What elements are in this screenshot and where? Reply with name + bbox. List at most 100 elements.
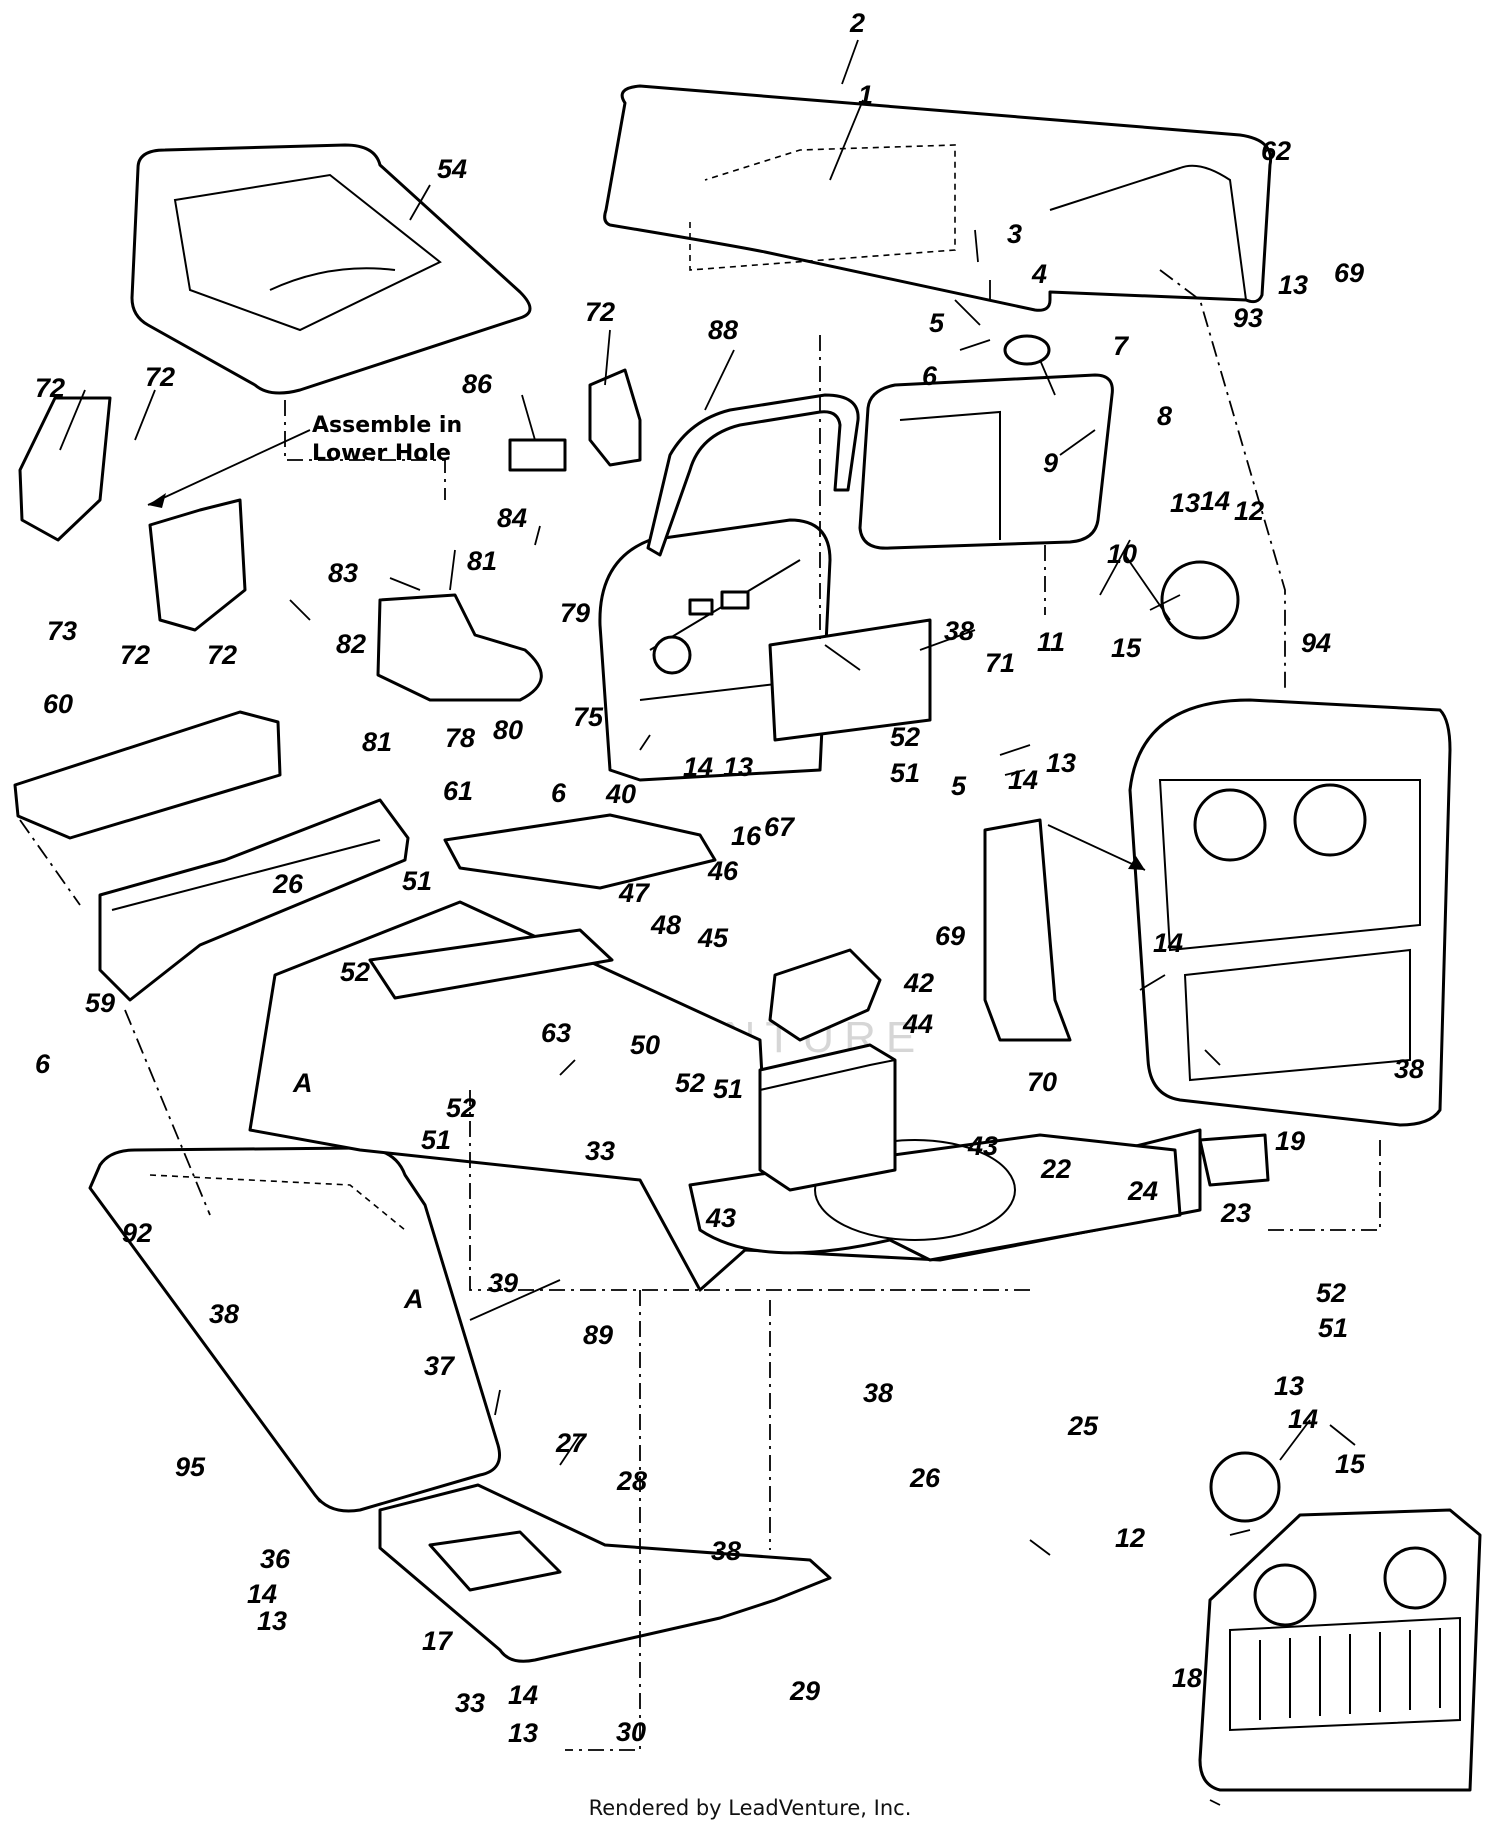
callout-label: 75 xyxy=(573,702,604,732)
callout-label: 8 xyxy=(1157,401,1172,431)
choke-control-part xyxy=(588,368,642,467)
callout-label: 28 xyxy=(616,1466,647,1496)
callout-label: 26 xyxy=(909,1463,941,1493)
callout-label: 38 xyxy=(209,1299,239,1329)
callout-label: 13 xyxy=(508,1718,538,1748)
callout-label: 15 xyxy=(1335,1449,1366,1479)
callout-label: 80 xyxy=(493,715,523,745)
front-nose-part xyxy=(1128,698,1452,1127)
callout-label: 38 xyxy=(1394,1054,1424,1084)
switch-86-part xyxy=(508,438,567,472)
callout-label: 13 xyxy=(257,1606,287,1636)
callout-label: 50 xyxy=(630,1030,660,1060)
headlight-part xyxy=(1160,560,1240,640)
callout-label: 1 xyxy=(858,80,873,110)
callout-label: 81 xyxy=(467,546,497,576)
battery-part xyxy=(758,1043,897,1192)
callout-label: 70 xyxy=(1027,1067,1057,1097)
footer-credit: Rendered by LeadVenture, Inc. xyxy=(588,1796,912,1820)
callout-label: 72 xyxy=(207,640,237,670)
callout-label: 5 xyxy=(951,771,967,801)
callout-label: 4 xyxy=(1031,259,1047,289)
fuel-tank-part xyxy=(858,334,1114,550)
callout-label: 2 xyxy=(849,8,865,38)
arrow-head-icon xyxy=(148,493,166,508)
callout-label: 46 xyxy=(707,856,739,886)
arrow-head-icon xyxy=(1128,856,1145,870)
callout-label: 69 xyxy=(1334,258,1364,288)
callout-label: 14 xyxy=(1288,1404,1318,1434)
throttle-cover-part xyxy=(148,498,247,632)
callout-labels: 2 1 62 69 13 93 3 4 5 6 7 8 9 54 72 72 7… xyxy=(35,8,1424,1748)
callout-label: 63 xyxy=(541,1018,571,1048)
assembly-note-line1: Assemble in xyxy=(312,413,462,438)
callout-label: 86 xyxy=(462,369,493,399)
callout-label: 52 xyxy=(890,722,920,752)
callout-label: 19 xyxy=(1275,1126,1305,1156)
callout-label: 40 xyxy=(605,779,636,809)
callout-label: 15 xyxy=(1111,633,1142,663)
callout-label: 18 xyxy=(1172,1663,1202,1693)
grille-part xyxy=(1198,1508,1482,1792)
callout-label: 12 xyxy=(1234,496,1264,526)
callout-label: 14 xyxy=(508,1680,538,1710)
callout-label: 89 xyxy=(583,1320,613,1350)
plate-46-part xyxy=(443,813,717,890)
callout-label: 6 xyxy=(551,778,567,808)
fender-support-part xyxy=(983,818,1072,1042)
callout-label: 72 xyxy=(145,362,175,392)
fender-part xyxy=(88,1146,501,1513)
callout-label: 83 xyxy=(328,558,358,588)
callout-label: 72 xyxy=(120,640,150,670)
callout-label: 3 xyxy=(1007,219,1022,249)
callout-label: 62 xyxy=(1261,136,1291,166)
callout-label: 60 xyxy=(43,689,73,719)
callout-label: 52 xyxy=(340,957,370,987)
callout-label: 52 xyxy=(446,1093,476,1123)
callout-label: 61 xyxy=(443,776,473,806)
callout-label: 44 xyxy=(902,1009,933,1039)
callout-label: 59 xyxy=(85,988,115,1018)
callout-label: 51 xyxy=(421,1125,451,1155)
assembly-note-line2: Lower Hole xyxy=(312,441,451,466)
callout-label: 14 xyxy=(1200,486,1230,516)
callout-label: 30 xyxy=(616,1717,646,1747)
callout-label: 47 xyxy=(618,878,651,908)
callout-label: 13 xyxy=(1170,488,1200,518)
steering-bracket-part xyxy=(646,393,860,557)
callout-label: 33 xyxy=(585,1136,615,1166)
callout-label: 14 xyxy=(1008,765,1038,795)
callout-label: 51 xyxy=(402,866,432,896)
callout-label: 25 xyxy=(1067,1411,1099,1441)
callout-label: 79 xyxy=(560,598,590,628)
callout-label: 43 xyxy=(967,1131,998,1161)
plate-60-part xyxy=(368,928,614,1000)
callout-label: 23 xyxy=(1220,1198,1251,1228)
callout-label: 12 xyxy=(1115,1523,1145,1553)
callout-label: 6 xyxy=(922,361,938,391)
callout-label: A xyxy=(292,1068,313,1098)
callout-label: 42 xyxy=(903,968,934,998)
dash-panel-part xyxy=(598,518,932,782)
callout-label: 39 xyxy=(488,1268,518,1298)
callout-label: 51 xyxy=(890,758,920,788)
battery-box-part xyxy=(13,710,410,1002)
callout-label: 16 xyxy=(731,821,762,851)
callout-label: 38 xyxy=(711,1536,741,1566)
callout-label: 13 xyxy=(1274,1371,1304,1401)
callout-label: 45 xyxy=(697,923,729,953)
callout-label: 14 xyxy=(683,752,713,782)
callout-label: 67 xyxy=(764,812,796,842)
callout-label: 17 xyxy=(422,1626,454,1656)
callout-label: 37 xyxy=(424,1351,456,1381)
callout-label: A xyxy=(403,1284,424,1314)
callout-label: 81 xyxy=(362,727,392,757)
callout-label: 52 xyxy=(675,1068,705,1098)
throttle-control-part xyxy=(18,396,112,542)
callout-label: 27 xyxy=(555,1428,588,1458)
callout-label: 51 xyxy=(1318,1313,1348,1343)
callout-label: 13 xyxy=(1278,270,1308,300)
callout-label: 7 xyxy=(1113,331,1130,361)
footrest-part xyxy=(378,1483,832,1663)
callout-label: 48 xyxy=(650,910,681,940)
